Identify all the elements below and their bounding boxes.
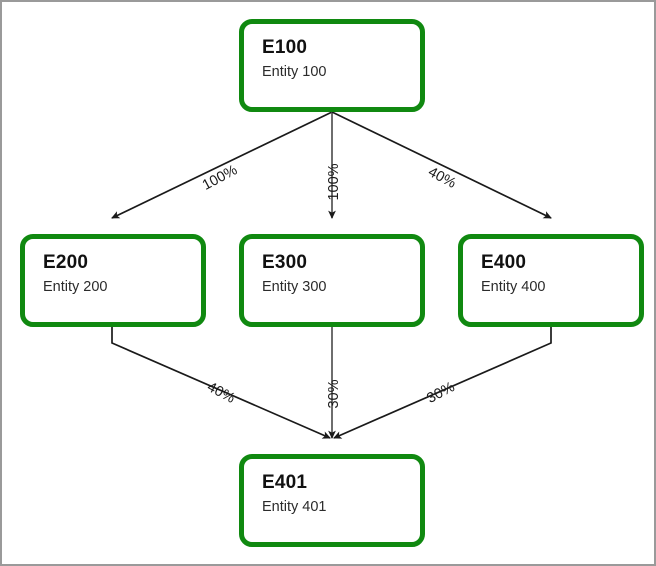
- edge-label-e100-e300: 100%: [326, 163, 342, 201]
- edge-e200-e401: [111, 327, 331, 439]
- edge-e100-e400: [331, 111, 552, 219]
- node-subtitle: Entity 400: [481, 279, 546, 295]
- node-subtitle: Entity 300: [262, 279, 327, 295]
- node-title: E200: [43, 252, 89, 273]
- node-e200[interactable]: E200 Entity 200: [20, 234, 206, 327]
- node-subtitle: Entity 200: [43, 279, 108, 295]
- node-subtitle: Entity 401: [262, 499, 327, 515]
- edge-e100-e200: [111, 111, 333, 219]
- node-e400[interactable]: E400 Entity 400: [458, 234, 644, 327]
- node-title: E100: [262, 37, 308, 58]
- node-e100[interactable]: E100 Entity 100: [239, 19, 425, 112]
- edge-label-e300-e401: 30%: [326, 379, 342, 409]
- node-title: E401: [262, 472, 308, 493]
- node-e300[interactable]: E300 Entity 300: [239, 234, 425, 327]
- node-subtitle: Entity 100: [262, 64, 327, 80]
- node-e401[interactable]: E401 Entity 401: [239, 454, 425, 547]
- node-title: E400: [481, 252, 527, 273]
- edge-e400-e401: [333, 327, 552, 439]
- node-title: E300: [262, 252, 308, 273]
